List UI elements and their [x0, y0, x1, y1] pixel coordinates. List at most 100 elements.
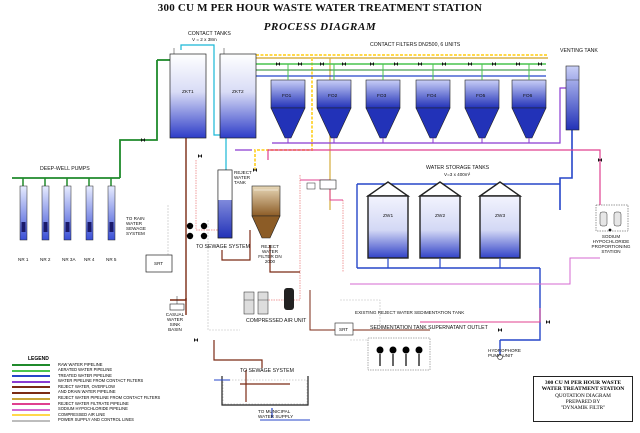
pump-set — [186, 222, 208, 240]
storage-tank-label: ZW3 — [495, 214, 506, 219]
legend-label: POWER SUPPLY AND CONTROL LINES — [58, 417, 134, 423]
legend-label: REJECT WATER FILTRATE PIPELINE — [58, 400, 129, 406]
to-sewage-label: TO SEWAGE SYSTEM — [196, 244, 250, 250]
legend-label: WATER PIPELINE FROM CONTACT FILTERS — [58, 378, 144, 384]
filter-label: FO1 — [282, 94, 292, 99]
well-casing — [107, 185, 116, 241]
small-control-box-2 — [306, 182, 316, 190]
reject-filter-label: REJECT WATER FILTER DN 2000 — [258, 244, 282, 264]
legend-swatch — [12, 369, 50, 372]
storage-tank-label: ZW1 — [383, 214, 394, 219]
valve-icon — [141, 138, 145, 142]
filter-label: FO2 — [328, 94, 338, 99]
water-storage-label: WATER STORAGE TANKS — [426, 165, 490, 171]
valve-icon — [276, 62, 280, 66]
contact-filters — [270, 64, 547, 143]
well-label: NR 5 — [106, 257, 117, 262]
legend-item: AND DRAIN WATER PIPELINE — [12, 389, 190, 396]
title-block-line2: WATER TREATMENT STATION — [541, 386, 625, 393]
valves — [141, 62, 602, 342]
casual-sink-label: CASUAL WATER SINK BASIN — [165, 312, 185, 332]
water-storage-tanks — [365, 181, 523, 268]
compressed-air-label: COMPRESSED AIR UNIT — [246, 318, 307, 324]
well-pump — [109, 222, 114, 232]
srt-box — [145, 254, 173, 273]
legend-label: RAW WATER PIPELINE — [58, 361, 103, 367]
venting-tank — [565, 65, 580, 131]
srt-label-2: SRT — [339, 327, 349, 332]
legend-item: TREATED WATER PIPELINE — [12, 373, 190, 379]
well-casing — [41, 185, 50, 241]
to-rain-water-label: TO RAIN WATER SEWAGE SYSTEM — [126, 216, 146, 236]
to-sewage-bottom-label: TO SEWAGE SYSTEM — [240, 368, 294, 374]
page-subtitle: PROCESS DIAGRAM — [263, 21, 377, 33]
legend-swatch — [12, 397, 50, 400]
valve-icon — [546, 320, 550, 324]
deep-well-pumps — [19, 178, 116, 241]
water-storage-volume: V=3 x 400m³ — [444, 172, 471, 177]
legend-label: COMPRESSED AIR LINE — [58, 411, 106, 417]
hypochloride-pipeline — [350, 257, 600, 285]
reject-pipeline — [170, 138, 430, 385]
filter-cone — [415, 107, 451, 139]
filter-cone — [316, 107, 352, 139]
legend-label: REJECT WATER, OVERFLOW — [58, 383, 116, 389]
well-pump — [65, 222, 70, 232]
legend-item: SODIUM HYPOCHLORIDE PIPELINE — [12, 406, 190, 413]
filter-cone — [511, 107, 547, 139]
title-block-line3: QUOTATION DIAGRAM — [555, 392, 611, 399]
valve-icon — [394, 62, 398, 66]
page-title: 300 CU M PER HOUR WASTE WATER TREATMENT … — [157, 2, 483, 14]
valve-icon — [253, 168, 257, 172]
valve-icon — [442, 62, 446, 66]
srt-box-2 — [334, 322, 354, 336]
contact-tanks-label: CONTACT TANKS — [188, 31, 231, 37]
hydrophore-pump — [497, 354, 503, 360]
contact-filters-label: CONTACT FILTERS DN2500, 6 UNITS — [370, 42, 461, 48]
reject-water-tank — [217, 169, 233, 239]
filter-label: FO5 — [476, 94, 486, 99]
legend-item: POWER SUPPLY AND CONTROL LINES — [12, 417, 190, 424]
filtrate-pipeline — [267, 149, 601, 323]
valve-icon — [198, 154, 202, 158]
srt-label: SRT — [154, 261, 164, 266]
storage-tank-label: ZW2 — [435, 214, 446, 219]
valve-icon — [492, 62, 496, 66]
valve-icon — [342, 62, 346, 66]
contact-tanks — [169, 48, 257, 139]
legend-swatch — [12, 375, 50, 378]
small-control-box — [319, 179, 337, 190]
filter-cone — [270, 107, 306, 139]
legend-item: WATER PIPELINE FROM CONTACT FILTERS — [12, 378, 190, 385]
valve-icon — [370, 62, 374, 66]
well-casing — [19, 185, 28, 241]
well-pump — [87, 222, 92, 232]
filter-body — [365, 79, 401, 109]
well-label: NR 2 — [40, 257, 51, 262]
sodium-station — [595, 204, 629, 232]
filter-label: FO6 — [523, 94, 533, 99]
legend-item: REJECT WATER, OVERFLOW — [12, 384, 190, 390]
valve-icon — [418, 62, 422, 66]
valve-icon — [194, 338, 198, 342]
existing-reject-label: EXISTING REJECT WATER SEDIMENTATION TANK — [355, 310, 465, 315]
valve-icon — [516, 62, 520, 66]
well-label: NR 1 — [18, 257, 29, 262]
legend-item: RAW WATER PIPELINE — [12, 362, 190, 368]
legend-swatch — [12, 364, 50, 366]
contact-tank-label: ZKT2 — [232, 90, 244, 95]
aerated-header — [232, 63, 546, 77]
sedimentation-pumps — [367, 337, 431, 371]
hydrophore-label: HYDROPHORE PUMP UNIT — [488, 348, 521, 358]
sedimentation-label: SEDIMENTATION TANK SUPERNATANT OUTLET — [370, 325, 488, 331]
legend-swatch — [12, 380, 50, 383]
well-label: NR 4 — [84, 257, 95, 262]
filter-body — [415, 79, 451, 109]
contact-tanks-volume: V = 2 x 38m — [192, 37, 217, 42]
valve-icon — [468, 62, 472, 66]
legend-item: REJECT WATER FILTRATE PIPELINE — [12, 401, 190, 407]
sewage-basin — [214, 370, 310, 421]
